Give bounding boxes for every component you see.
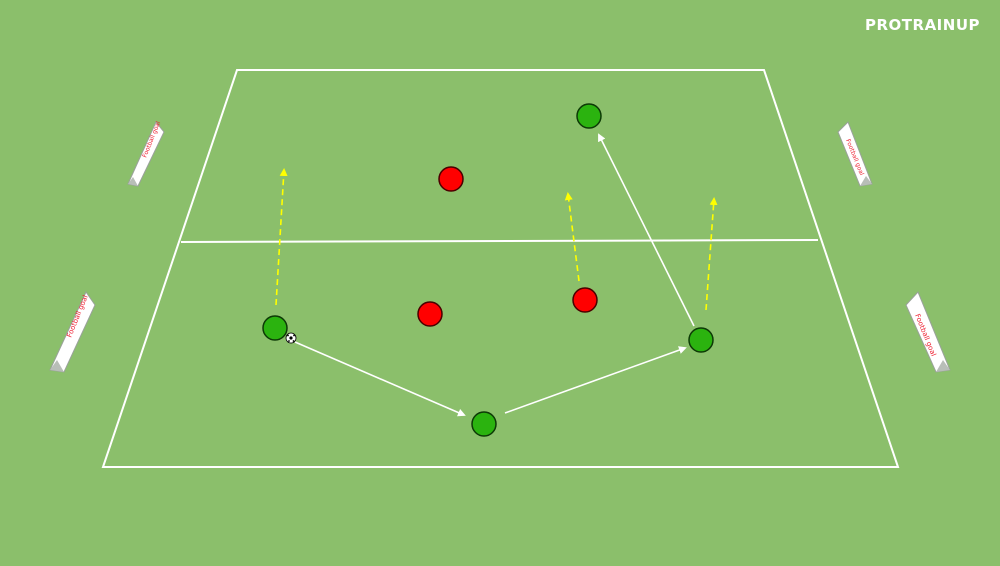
- halfway-line: [180, 239, 819, 243]
- player-green-right: [688, 327, 714, 353]
- run-right-upfield: [705, 197, 718, 311]
- mini-goal-right-bottom: Football goal: [905, 291, 951, 373]
- player-red-mid-right: [572, 287, 598, 313]
- run-red-upfield: [564, 192, 580, 282]
- player-red-mid-left: [417, 301, 443, 327]
- mini-goal-right-top: Football goal: [837, 121, 873, 187]
- player-green-bottom: [471, 411, 497, 437]
- mini-goal-left-top: Football goal: [127, 120, 165, 187]
- run-left-upfield: [275, 168, 288, 306]
- pass-left-to-bottom: [294, 341, 466, 417]
- player-green-left-with-ball: [262, 315, 288, 341]
- player-red-top: [438, 166, 464, 192]
- mini-goal-left-bottom: Football goal: [49, 290, 96, 373]
- player-green-top: [576, 103, 602, 129]
- brand-logo: PROTRAINUP: [865, 16, 980, 34]
- pass-right-to-top: [598, 133, 695, 327]
- ball-icon: [285, 332, 297, 344]
- pitch-outline: [101, 69, 900, 468]
- pass-bottom-to-right: [504, 346, 687, 414]
